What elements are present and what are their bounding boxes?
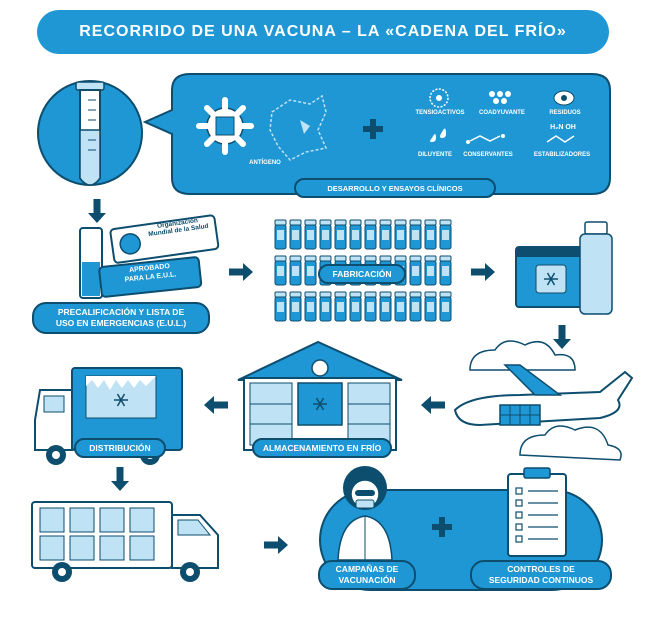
vaccine-bottle-icon [579,221,613,315]
arrow-left-icon [204,396,228,414]
cloud-icon [519,425,622,461]
ingredient-label-preservatives: CONSERVANTES [463,152,513,158]
approval-banner: PRECALIFICACIÓN Y LISTA DE USO EN EMERGE… [32,302,210,334]
arrow-right-icon [229,263,253,281]
plus-icon [432,517,452,537]
arrow-down-icon [88,199,106,223]
vaccination-banner: CAMPAÑAS DE VACUNACIÓN [318,560,416,590]
residues-icon [553,90,575,106]
cold-storage-banner: ALMACENAMIENTO EN FRÍO [252,438,392,458]
ingredient-label-diluent: DILUYENTE [417,152,452,158]
ingredient-label-residues: RESIDUOS [549,110,581,116]
ingredient-label-adjuvant: COADYUVANTE [479,110,525,116]
approval-banner-line1: PRECALIFICACIÓN Y LISTA DE [57,307,185,317]
van-icon [31,501,219,582]
fabrication-banner: FABRICACIÓN [318,264,406,284]
health-worker-icon [337,466,393,561]
arrow-left-icon [421,396,445,414]
antigen-outline-icon [269,94,328,161]
diluent-icon [430,128,446,142]
arrow-down-icon [553,325,571,349]
vaccination-banner-line2: VACUNACIÓN [338,575,396,585]
checklist-icon [507,467,567,557]
ingredient-label-surfactants: TENSIOACTIVOS [415,110,465,116]
preservatives-icon [466,134,505,144]
adjuvant-icon [489,91,511,104]
development-banner: DESARROLLO Y ENSAYOS CLÍNICOS [327,184,463,193]
page-title: RECORRIDO DE UNA VACUNA – LA «CADENA DEL… [37,10,609,54]
ingredient-label-stabilizers: ESTABILIZADORES [533,152,591,158]
arrow-down-icon [111,467,129,491]
approval-banner-line2: USO EN EMERGENCIAS (E.U.L.) [55,318,187,328]
airplane-icon [453,364,634,427]
antigen-label: ANTÍGENO [249,160,281,166]
cold-box-icon [515,246,589,308]
safety-controls-banner-line2: SEGURIDAD CONTINUOS [488,575,594,585]
safety-controls-banner-line1: CONTROLES DE [507,564,575,574]
distribution-banner: DISTRIBUCIÓN [74,438,166,458]
plus-icon [363,119,383,139]
antigen-icon [196,97,254,155]
stabilizer-molecule-text: H₂N OH [550,124,576,131]
warehouse-icon [237,340,403,451]
development-bubble [142,73,611,195]
approval-icon [79,214,220,299]
test-tube-icon [37,80,143,186]
development-banner-shape [294,178,496,198]
arrow-right-icon [264,536,288,554]
arrow-right-icon [471,263,495,281]
safety-controls-banner: CONTROLES DE SEGURIDAD CONTINUOS [470,560,612,590]
vaccination-banner-line1: CAMPAÑAS DE [335,564,399,574]
surfactants-icon [429,88,449,108]
cloud-icon [469,340,576,371]
stabilizers-icon [546,135,575,143]
